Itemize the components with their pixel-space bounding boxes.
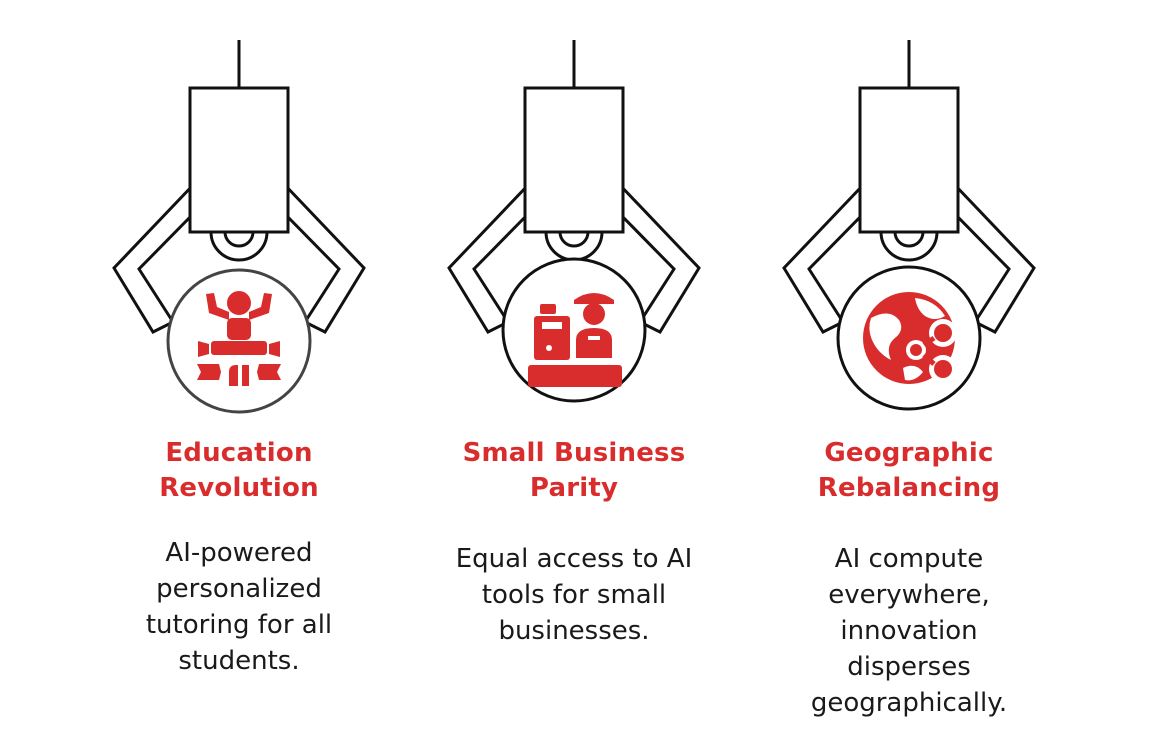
card-title-line: Education bbox=[165, 438, 313, 468]
globe-share-icon bbox=[863, 292, 957, 384]
claw-illustration bbox=[112, 40, 366, 414]
card-title: Small Business Parity bbox=[404, 436, 744, 506]
claw-illustration bbox=[447, 40, 701, 403]
card-title: Geographic Rebalancing bbox=[739, 436, 1079, 506]
claw-arm bbox=[447, 40, 701, 334]
card-title-line: Geographic bbox=[824, 438, 994, 468]
card-education-revolution: Education Revolution AI-powered personal… bbox=[69, 0, 409, 748]
card-description: Equal access to AI tools for small busin… bbox=[455, 544, 693, 646]
card-title: Education Revolution bbox=[69, 436, 409, 506]
card-title-line: Revolution bbox=[159, 473, 319, 503]
card-title-line: Rebalancing bbox=[817, 473, 1001, 503]
claw-illustration bbox=[782, 40, 1036, 411]
claw-arm bbox=[112, 40, 366, 334]
card-description: AI compute everywhere, innovation disper… bbox=[810, 544, 1008, 718]
card-description: AI-powered personalized tutoring for all… bbox=[145, 538, 333, 676]
card-geographic-rebalancing: Geographic Rebalancing AI compute everyw… bbox=[739, 0, 1079, 748]
card-small-business-parity: Small Business Parity Equal access to AI… bbox=[404, 0, 744, 748]
card-title-line: Parity bbox=[529, 473, 619, 503]
cashier-register-icon bbox=[528, 293, 622, 387]
card-title-line: Small Business bbox=[462, 438, 686, 468]
claw-arm bbox=[782, 40, 1036, 334]
student-desk-icon bbox=[197, 291, 281, 386]
